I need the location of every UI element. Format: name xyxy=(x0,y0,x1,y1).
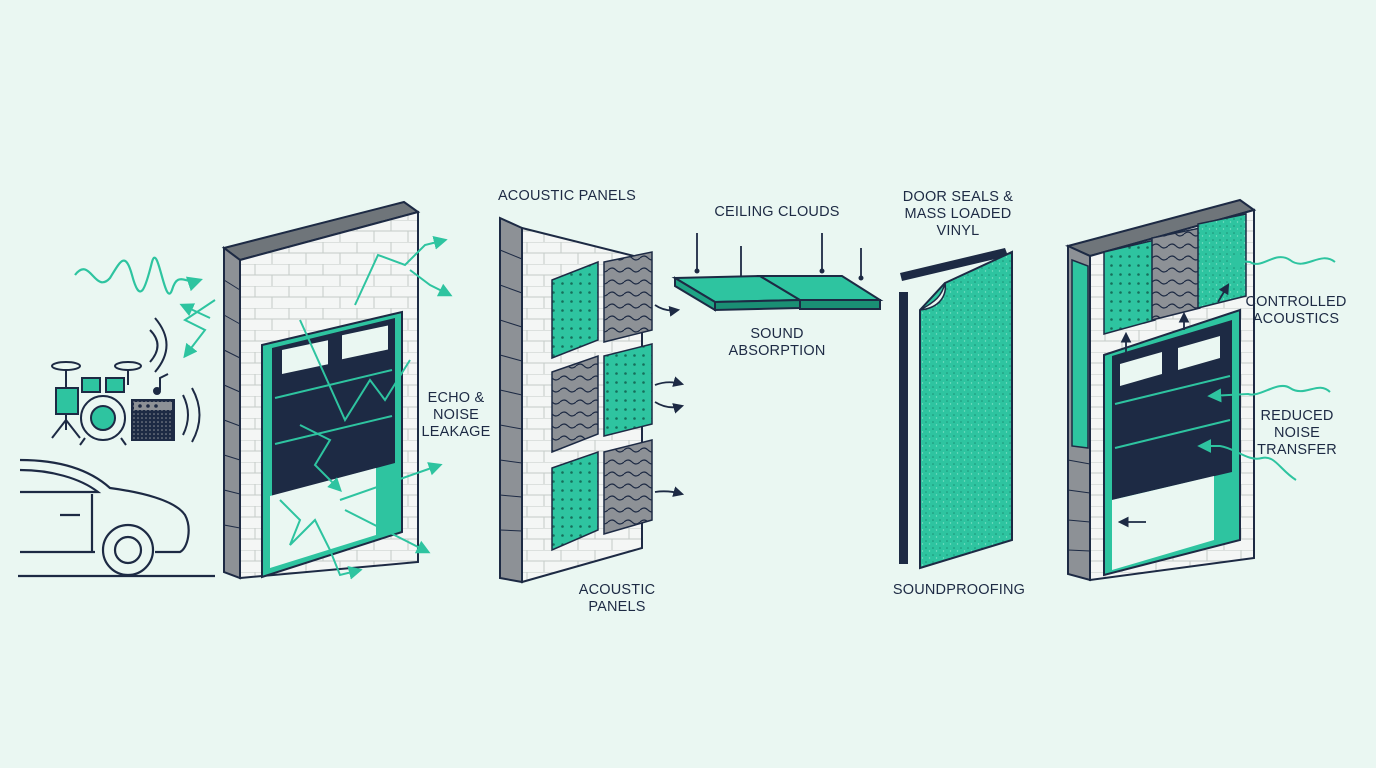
drum-kit-icon xyxy=(51,361,142,446)
controlled-label: CONTROLLED ACOUSTICS xyxy=(1245,294,1346,327)
svg-text:REDUCED: REDUCED xyxy=(1260,408,1333,424)
door-seal-icon xyxy=(899,248,1008,564)
svg-text:ACOUSTICS: ACOUSTICS xyxy=(1253,311,1339,327)
reduced-label: REDUCED NOISE TRANSFER xyxy=(1257,408,1337,458)
garage-door-icon xyxy=(221,200,453,580)
arrow-icon xyxy=(654,304,685,497)
sound-wave-icon xyxy=(1197,254,1336,481)
svg-text:CONTROLLED: CONTROLLED xyxy=(1245,294,1346,310)
amplifier-icon xyxy=(131,399,175,441)
ceiling-cloud-icon xyxy=(671,233,884,312)
svg-text:CEILING CLOUDS: CEILING CLOUDS xyxy=(714,204,839,220)
acoustic-panels-label-top: ACOUSTIC PANELS xyxy=(498,188,636,204)
acoustic-panel-icon xyxy=(551,251,653,552)
svg-text:NOISE: NOISE xyxy=(1274,425,1320,441)
svg-text:VINYL: VINYL xyxy=(937,223,980,239)
treated-garage-wall xyxy=(1065,198,1257,582)
svg-text:DOOR SEALS &: DOOR SEALS & xyxy=(903,189,1014,205)
echo-label: ECHO & NOISE LEAKAGE xyxy=(421,390,490,440)
svg-text:SOUND: SOUND xyxy=(750,326,803,342)
svg-text:MASS LOADED: MASS LOADED xyxy=(905,206,1012,222)
arrow-icon xyxy=(1117,283,1230,528)
sound-wave-icon xyxy=(74,256,216,359)
door-seals-label: DOOR SEALS & MASS LOADED VINYL xyxy=(903,189,1014,239)
svg-text:NOISE: NOISE xyxy=(433,407,479,423)
sound-absorption-label: SOUND ABSORPTION xyxy=(728,326,825,359)
svg-text:ACOUSTIC: ACOUSTIC xyxy=(579,582,656,598)
soundproofing-label: SOUNDPROOFING xyxy=(893,582,1025,598)
svg-text:PANELS: PANELS xyxy=(588,599,645,615)
svg-text:ABSORPTION: ABSORPTION xyxy=(728,343,825,359)
acoustic-panels-label-bottom: ACOUSTIC PANELS xyxy=(579,582,656,615)
svg-text:ECHO &: ECHO & xyxy=(428,390,485,406)
svg-text:TRANSFER: TRANSFER xyxy=(1257,442,1337,458)
svg-text:ACOUSTIC PANELS: ACOUSTIC PANELS xyxy=(498,188,636,204)
vinyl-sheet-icon xyxy=(919,250,1013,570)
ceiling-clouds-label: CEILING CLOUDS xyxy=(714,204,839,220)
svg-text:SOUNDPROOFING: SOUNDPROOFING xyxy=(893,582,1025,598)
music-note-icon xyxy=(149,317,201,443)
car-icon xyxy=(18,458,215,578)
svg-text:LEAKAGE: LEAKAGE xyxy=(421,424,490,440)
